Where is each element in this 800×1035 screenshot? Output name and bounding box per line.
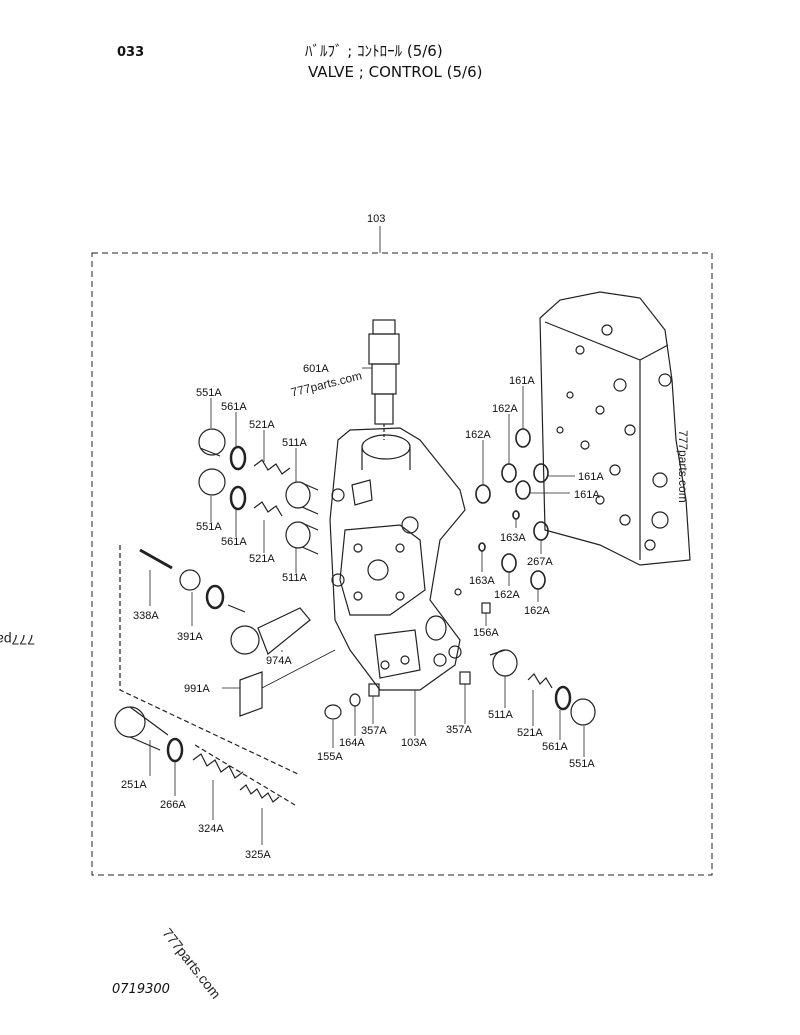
label-325a: 325A xyxy=(245,849,271,861)
label-162a-c: 162A xyxy=(494,589,520,601)
valve-housing xyxy=(329,427,466,691)
label-551a-mid: 551A xyxy=(196,521,222,533)
label-561a-top: 561A xyxy=(221,401,247,413)
label-551a-bot: 551A xyxy=(569,758,595,770)
relief-valve-601a xyxy=(368,319,400,440)
label-511a-top: 511A xyxy=(282,437,308,449)
label-511a-bot: 511A xyxy=(488,709,514,721)
label-267a: 267A xyxy=(527,556,553,568)
label-357a-left: 357A xyxy=(361,725,387,737)
label-155a: 155A xyxy=(317,751,343,763)
assembly-label: 103 xyxy=(367,213,385,225)
label-163a-a: 163A xyxy=(500,532,526,544)
label-338a: 338A xyxy=(133,610,159,622)
title-english: VALVE ; CONTROL (5/6) xyxy=(308,63,483,81)
label-156a: 156A xyxy=(473,627,499,639)
label-561a-mid: 561A xyxy=(221,536,247,548)
label-521a-top: 521A xyxy=(249,419,275,431)
label-357a-right: 357A xyxy=(446,724,472,736)
label-251a: 251A xyxy=(121,779,147,791)
label-991a: 991A xyxy=(184,683,210,695)
left-parts-lower xyxy=(114,545,311,806)
label-324a: 324A xyxy=(198,823,224,835)
label-511a-mid: 511A xyxy=(282,572,308,584)
assembly-frame xyxy=(91,252,713,876)
label-161a-low: 161A xyxy=(574,489,600,501)
label-266a: 266A xyxy=(160,799,186,811)
valve-block-body xyxy=(539,291,691,566)
label-161a-mid: 161A xyxy=(578,471,604,483)
label-164a: 164A xyxy=(339,737,365,749)
page-number: 033 xyxy=(117,45,145,60)
leader-lines xyxy=(149,367,585,845)
label-161a-top: 161A xyxy=(509,375,535,387)
watermark: 777pa xyxy=(0,632,35,648)
document-code: 0719300 xyxy=(112,982,170,997)
label-521a-mid: 521A xyxy=(249,553,275,565)
label-521a-bot: 521A xyxy=(517,727,543,739)
label-163a-b: 163A xyxy=(469,575,495,587)
label-551a-top: 551A xyxy=(196,387,222,399)
label-162a-d: 162A xyxy=(524,605,550,617)
label-162a-a: 162A xyxy=(492,403,518,415)
label-561a-bot: 561A xyxy=(542,741,568,753)
label-162a-b: 162A xyxy=(465,429,491,441)
label-103a: 103A xyxy=(401,737,427,749)
title-japanese: ﾊﾞﾙﾌﾞ ; ｺﾝﾄﾛｰﾙ (5/6) xyxy=(305,42,443,60)
left-parts-upper xyxy=(198,428,319,555)
label-391a: 391A xyxy=(177,631,203,643)
label-974a: 974A xyxy=(266,655,292,667)
label-601a: 601A xyxy=(303,363,329,375)
watermark: 777parts.com xyxy=(676,430,690,503)
